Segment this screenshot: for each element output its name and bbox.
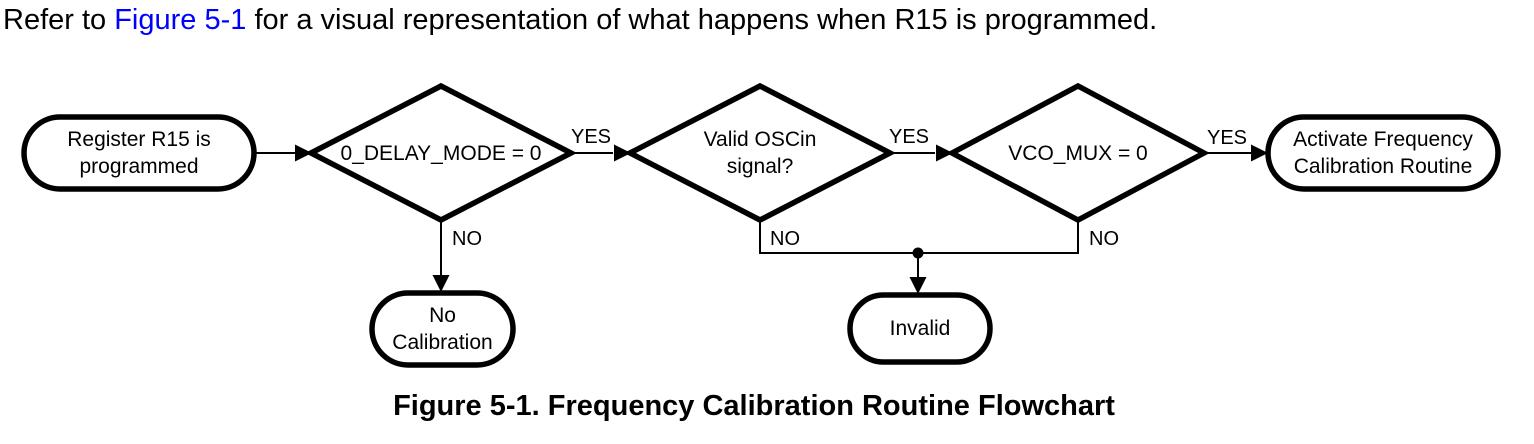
intro-prefix: Refer to	[3, 4, 115, 36]
intro-text: Refer to Figure 5-1 for a visual represe…	[3, 2, 1157, 38]
start-node-shape	[21, 114, 257, 192]
decision3-diamond-shape	[946, 82, 1210, 224]
arrowhead-into-activate	[1251, 144, 1268, 162]
intro-suffix: for a visual representation of what happ…	[246, 4, 1158, 36]
arrowhead-into-decision3	[936, 144, 953, 162]
arrowheads	[295, 144, 1268, 294]
decision2-diamond-shape	[623, 82, 897, 224]
no-label-decision2: NO	[770, 228, 800, 250]
figure-caption: Figure 5-1. Frequency Calibration Routin…	[393, 390, 1115, 422]
yes-label-decision3: YES	[1207, 127, 1248, 149]
decision2-label: Valid OSCin signal?	[703, 128, 817, 178]
activate-node-label: Activate Frequency Calibration Routine	[1293, 128, 1473, 178]
yes-label-decision1: YES	[571, 126, 612, 148]
no-calibration-node-label: No Calibration	[392, 304, 493, 354]
arrowhead-into-no-calibration	[432, 275, 450, 292]
arrowhead-into-invalid	[909, 277, 927, 294]
junction-dot	[912, 247, 924, 259]
decision3-label: VCO_MUX = 0	[1008, 141, 1148, 165]
node-shapes	[21, 82, 1501, 368]
edge-decision2-no	[759, 220, 918, 254]
no-label-decision1: NO	[452, 228, 482, 250]
invalid-node-label: Invalid	[889, 317, 951, 340]
decision1-diamond-shape	[304, 82, 578, 224]
no-calibration-node-shape	[369, 290, 516, 368]
arrowhead-into-decision1	[295, 144, 312, 162]
figure-link[interactable]: Figure 5-1	[114, 4, 247, 36]
no-label-decision3: NO	[1089, 228, 1119, 250]
start-node-label: Register R15 is programmed	[67, 128, 211, 178]
invalid-node-shape	[847, 292, 993, 365]
edge-decision3-no	[918, 220, 1079, 254]
connector-lines	[254, 152, 1251, 278]
arrowhead-into-decision2	[614, 144, 631, 162]
yes-label-decision2: YES	[889, 126, 930, 148]
decision1-label: 0_DELAY_MODE = 0	[340, 141, 542, 165]
